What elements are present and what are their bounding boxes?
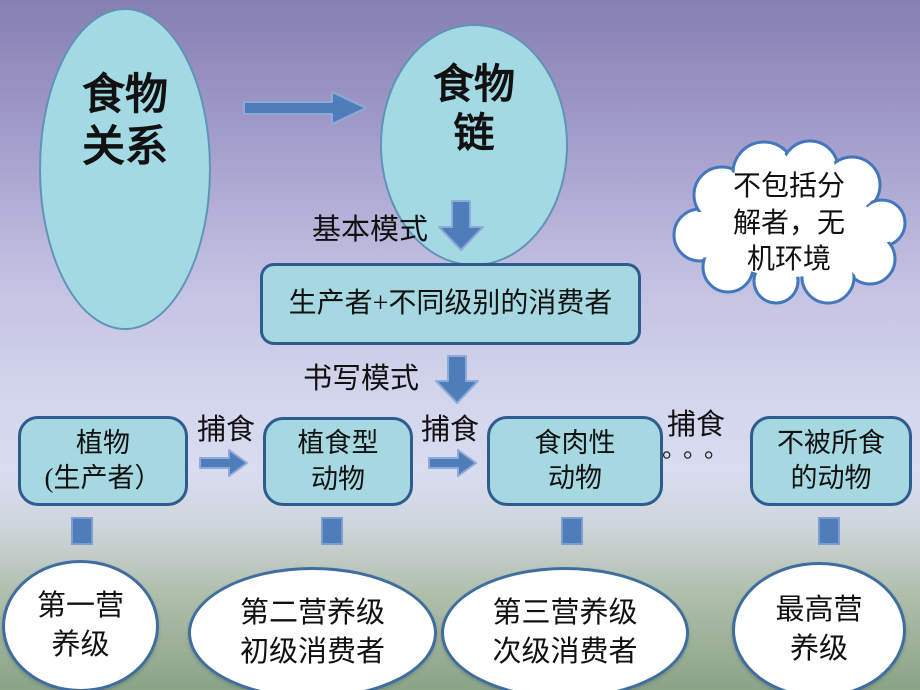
- food-chain-line2: 链: [453, 110, 495, 157]
- connector-rect: [818, 517, 840, 545]
- food-relation-ellipse: 食物 关系: [39, 8, 211, 330]
- chain-box-top-predator-line2: 的动物: [790, 463, 872, 493]
- trophic-first-line1: 第一营: [36, 589, 124, 622]
- trophic-third-line2: 次级消费者: [492, 636, 638, 668]
- basic-model-box-text: 生产者+不同级别的消费者: [288, 287, 613, 319]
- cloud-icon: [672, 139, 907, 305]
- basic-model-box: 生产者+不同级别的消费者: [260, 263, 641, 345]
- trophic-ellipse-highest: 最高营 养级: [732, 562, 906, 690]
- chain-box-plants-line1: 植物: [76, 427, 130, 458]
- ellipsis-dots: 。。。: [662, 437, 737, 463]
- trophic-ellipse-second: 第二营养级 初级消费者: [188, 567, 437, 690]
- trophic-ellipse-third: 第三营养级 次级消费者: [441, 567, 689, 690]
- chain-box-herbivores: 植食型 动物: [263, 417, 413, 506]
- food-relation-line1: 食物: [82, 72, 168, 119]
- connector-rect: [561, 517, 583, 545]
- cloud-note: 不包括分 解者，无 机环境: [670, 139, 908, 305]
- trophic-highest-line1: 最高营: [775, 593, 863, 626]
- food-chain-line1: 食物: [433, 61, 515, 107]
- trophic-third-line1: 第三营养级: [492, 596, 638, 629]
- chain-box-carnivores-line1: 食肉性: [534, 427, 616, 458]
- trophic-second-line1: 第二营养级: [239, 596, 385, 629]
- trophic-highest-line2: 养级: [789, 633, 848, 665]
- connector-rect: [321, 517, 343, 545]
- cloud-callout: 不包括分 解者，无 机环境: [670, 139, 908, 305]
- chain-box-plants-line2: (生产者）: [44, 463, 162, 493]
- chain-box-carnivores-line2: 动物: [548, 463, 602, 493]
- chain-box-carnivores: 食肉性 动物: [487, 416, 663, 506]
- cloud-note-line1: 不包括分: [732, 170, 845, 202]
- cloud-note-line3: 机环境: [746, 244, 831, 276]
- food-relation-line2: 关系: [82, 123, 168, 171]
- trophic-second-line2: 初级消费者: [239, 636, 385, 668]
- chain-box-top-predator-line1: 不被所食: [777, 427, 885, 458]
- predation-label-2: 捕食: [421, 414, 480, 446]
- cloud-note-line2: 解者，无: [732, 207, 845, 239]
- predation-label-3: 捕食: [667, 409, 726, 441]
- chain-box-top-predator: 不被所食 的动物: [750, 416, 912, 506]
- arrow-down-icon: [434, 355, 480, 405]
- arrow-right-icon: [428, 448, 478, 478]
- food-chain-ellipse: 食物 链: [380, 24, 568, 266]
- chain-box-plants: 植物 (生产者）: [18, 416, 188, 506]
- trophic-ellipse-first: 第一营 养级: [2, 560, 159, 690]
- chain-box-herbivores-line1: 植食型: [297, 428, 379, 459]
- basic-model-label: 基本模式: [312, 214, 429, 246]
- arrow-down-icon: [437, 200, 485, 252]
- connector-rect: [71, 517, 93, 545]
- trophic-first-line2: 养级: [51, 629, 110, 661]
- chain-box-herbivores-line2: 动物: [311, 463, 365, 494]
- arrow-right-icon: [243, 89, 369, 127]
- arrow-right-icon: [199, 448, 249, 478]
- predation-label-1: 捕食: [197, 414, 256, 446]
- writing-model-label: 书写模式: [303, 363, 420, 395]
